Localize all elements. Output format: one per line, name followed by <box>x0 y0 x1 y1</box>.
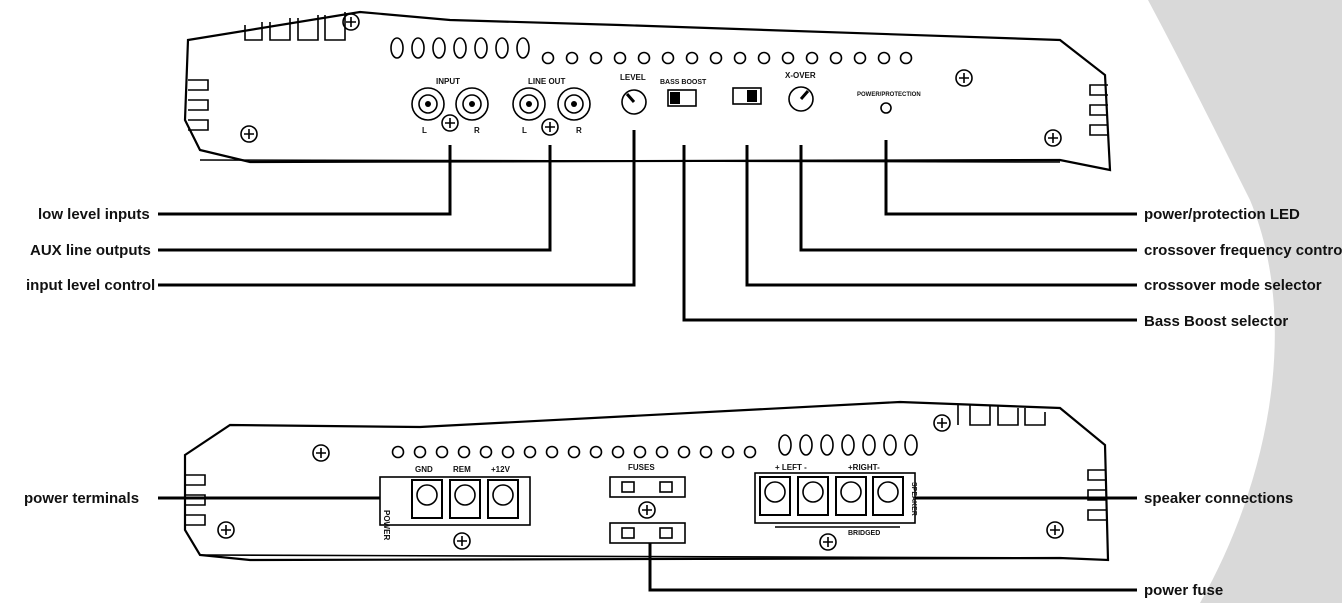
rca-jack-icon <box>411 87 591 121</box>
bottom-amplifier-panel: POWER GND REM +12V FUSES + LEFT - +RIGHT… <box>183 400 1110 562</box>
crossover-mode-switch-icon <box>732 87 762 105</box>
fuses-label: FUSES <box>628 463 655 472</box>
power-vertical-label: POWER <box>382 510 391 540</box>
callout-power-terminals: power terminals <box>24 490 139 507</box>
crossover-frequency-knob-icon <box>788 86 814 112</box>
gnd-label: GND <box>415 465 433 474</box>
xover-panel-label: X-OVER <box>785 71 816 80</box>
power-terminal-block-icon <box>379 476 531 526</box>
speaker-vertical-label: SPEAKER <box>910 482 917 516</box>
lineout-left-label: L <box>522 126 527 135</box>
screw-icon <box>240 13 1062 147</box>
led-icon <box>880 102 892 114</box>
bass-boost-panel-label: BASS BOOST <box>660 79 707 86</box>
lineout-right-label: R <box>576 126 582 135</box>
gray-side-panel <box>1148 0 1342 603</box>
right-speaker-label: +RIGHT- <box>848 463 880 472</box>
top-amplifier-panel: INPUT LINE OUT L R L R LEVEL BASS BOOST … <box>183 10 1112 172</box>
callout-crossover-mode-selector: crossover mode selector <box>1144 277 1322 294</box>
callout-speaker-connections: speaker connections <box>1144 490 1293 507</box>
screw-icon <box>217 414 1064 551</box>
level-panel-label: LEVEL <box>620 73 646 82</box>
top-callout-lines <box>158 130 1137 322</box>
input-panel-label: INPUT <box>436 77 460 86</box>
callout-low-level-inputs: low level inputs <box>38 206 150 223</box>
speaker-terminal-block-icon <box>754 472 916 528</box>
callout-power-protection-led: power/protection LED <box>1144 206 1300 223</box>
rem-label: REM <box>453 465 471 474</box>
callout-aux-line-outputs: AUX line outputs <box>30 242 151 259</box>
level-knob-icon <box>621 89 647 115</box>
callout-input-level-control: input level control <box>26 277 155 294</box>
callout-crossover-frequency-control: crossover frequency control <box>1144 242 1342 259</box>
callout-power-fuse: power fuse <box>1144 582 1223 599</box>
power-protection-panel-label: POWER/PROTECTION <box>857 92 921 98</box>
input-right-label: R <box>474 126 480 135</box>
input-left-label: L <box>422 126 427 135</box>
line-out-panel-label: LINE OUT <box>528 77 565 86</box>
left-speaker-label: + LEFT - <box>775 463 807 472</box>
callout-bass-boost-selector: Bass Boost selector <box>1144 313 1288 330</box>
bridged-label: BRIDGED <box>848 530 880 537</box>
bass-boost-switch-icon <box>667 89 697 107</box>
bottom-callout-lines <box>158 496 1137 592</box>
fuse-icon <box>609 476 686 544</box>
plus12v-label: +12V <box>491 465 511 474</box>
